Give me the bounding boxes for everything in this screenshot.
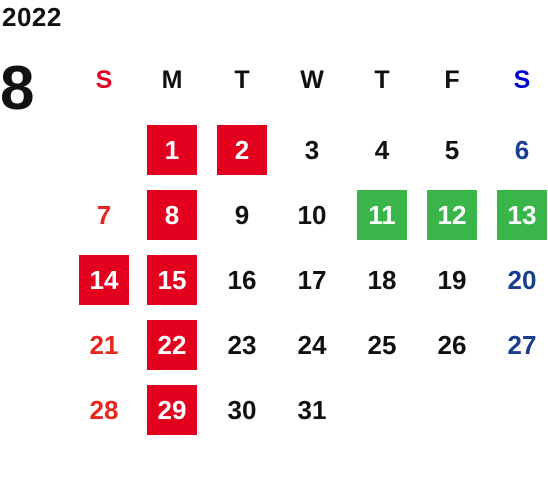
day-cell-21[interactable]: 21 xyxy=(89,330,119,360)
day-cell-31[interactable]: 31 xyxy=(297,395,327,425)
day-cell-7[interactable]: 7 xyxy=(96,200,112,230)
day-cell-14[interactable]: 14 xyxy=(79,255,129,305)
day-cell-12[interactable]: 12 xyxy=(427,190,477,240)
weekday-header-fri: F xyxy=(444,66,460,94)
day-cell-29[interactable]: 29 xyxy=(147,385,197,435)
weekday-header-mon: M xyxy=(161,66,183,94)
day-cell-1[interactable]: 1 xyxy=(147,125,197,175)
day-cell-23[interactable]: 23 xyxy=(227,330,257,360)
weekday-header-sun: S xyxy=(95,66,113,94)
day-cell-6[interactable]: 6 xyxy=(514,135,530,165)
day-cell-2[interactable]: 2 xyxy=(217,125,267,175)
day-cell-5[interactable]: 5 xyxy=(444,135,460,165)
day-cell-10[interactable]: 10 xyxy=(297,200,327,230)
day-cell-4[interactable]: 4 xyxy=(374,135,390,165)
weekday-header-thu: T xyxy=(374,66,390,94)
day-cell-30[interactable]: 30 xyxy=(227,395,257,425)
day-cell-16[interactable]: 16 xyxy=(227,265,257,295)
day-cell-20[interactable]: 20 xyxy=(507,265,537,295)
weekday-header-tue: T xyxy=(234,66,250,94)
day-cell-18[interactable]: 18 xyxy=(367,265,397,295)
day-cell-27[interactable]: 27 xyxy=(507,330,537,360)
day-cell-11[interactable]: 11 xyxy=(357,190,407,240)
day-cell-28[interactable]: 28 xyxy=(89,395,119,425)
weekday-header-wed: W xyxy=(300,66,324,94)
day-cell-3[interactable]: 3 xyxy=(304,135,320,165)
weekday-header-sat: S xyxy=(513,66,531,94)
day-cell-24[interactable]: 24 xyxy=(297,330,327,360)
day-cell-17[interactable]: 17 xyxy=(297,265,327,295)
year-label: 2022 xyxy=(2,2,62,32)
day-cell-22[interactable]: 22 xyxy=(147,320,197,370)
day-cell-25[interactable]: 25 xyxy=(367,330,397,360)
day-cell-13[interactable]: 13 xyxy=(497,190,547,240)
day-cell-15[interactable]: 15 xyxy=(147,255,197,305)
month-number: 8 xyxy=(0,54,35,123)
day-cell-9[interactable]: 9 xyxy=(234,200,250,230)
day-cell-8[interactable]: 8 xyxy=(147,190,197,240)
day-cell-19[interactable]: 19 xyxy=(437,265,467,295)
day-cell-26[interactable]: 26 xyxy=(437,330,467,360)
